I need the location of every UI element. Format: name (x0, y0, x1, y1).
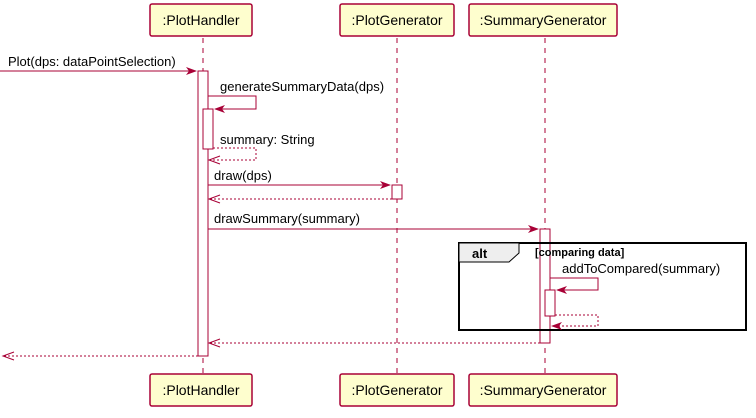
activation-summarygenerator (539, 228, 551, 344)
message-label: draw(dps) (214, 168, 272, 183)
participant-summarygenerator-top[interactable]: :SummaryGenerator (468, 3, 618, 37)
message-add-to-compared-return[interactable] (551, 314, 599, 330)
message-generate-summary-data[interactable]: generateSummaryData(dps) (208, 79, 384, 113)
participant-plothandler-bottom[interactable]: :PlotHandler (149, 373, 253, 407)
message-draw[interactable]: draw(dps) (208, 168, 391, 189)
message-label: Plot(dps: dataPointSelection) (8, 54, 176, 69)
message-plot[interactable]: Plot(dps: dataPointSelection) (0, 54, 197, 75)
participant-label: :PlotHandler (162, 382, 239, 398)
fragment-operator: alt (472, 246, 488, 261)
participant-label: :PlotHandler (162, 12, 239, 28)
message-draw-return[interactable] (207, 194, 392, 204)
activation-plothandler (197, 70, 209, 357)
fragment-tab (458, 242, 520, 263)
participant-label: :SummaryGenerator (480, 382, 607, 398)
alt-fragment: alt [comparing data] (458, 242, 747, 331)
activation-plothandler-nested (202, 108, 214, 150)
activation-plotgenerator (391, 184, 403, 200)
message-plot-return[interactable] (1, 351, 198, 361)
message-draw-summary[interactable]: drawSummary(summary) (208, 211, 539, 233)
message-add-to-compared[interactable]: addToCompared(summary) (550, 261, 720, 294)
message-label: generateSummaryData(dps) (220, 79, 384, 94)
participant-plotgenerator-bottom[interactable]: :PlotGenerator (339, 373, 455, 407)
fragment-guard: [comparing data] (535, 247, 625, 259)
message-draw-summary-return[interactable] (207, 338, 540, 348)
message-label: drawSummary(summary) (214, 211, 360, 226)
message-summary-return[interactable]: summary: String (207, 132, 315, 165)
message-label: addToCompared(summary) (562, 261, 720, 276)
participant-label: :PlotGenerator (351, 12, 442, 28)
participant-label: :SummaryGenerator (480, 12, 607, 28)
participant-summarygenerator-bottom[interactable]: :SummaryGenerator (468, 373, 618, 407)
participant-plothandler-top[interactable]: :PlotHandler (149, 3, 253, 37)
activation-summarygenerator-nested (544, 289, 556, 317)
message-label: summary: String (220, 132, 315, 147)
participant-plotgenerator-top[interactable]: :PlotGenerator (339, 3, 455, 37)
participant-label: :PlotGenerator (351, 382, 442, 398)
